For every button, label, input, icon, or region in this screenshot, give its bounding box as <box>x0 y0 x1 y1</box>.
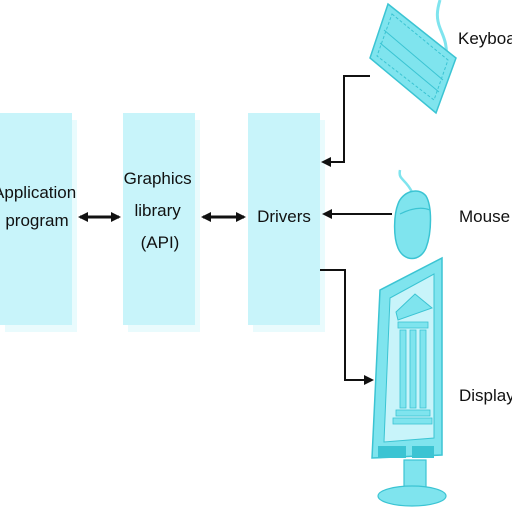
arrow-drivers-display <box>320 269 374 385</box>
graphics-line-2: library <box>134 201 181 220</box>
display-icon <box>371 256 447 507</box>
graphics-line-3: (API) <box>141 233 180 252</box>
keyboard-icon <box>369 0 457 115</box>
arrow-keyboard-drivers <box>321 75 370 167</box>
mouse-icon <box>393 169 432 260</box>
drivers-box: Drivers <box>248 113 325 332</box>
svg-text:Application program: Application program <box>0 183 81 230</box>
graphics-library-box: Graphics library (API) <box>123 113 200 332</box>
application-line-1: Application <box>0 183 76 202</box>
graphics-line-1: Graphics <box>124 169 192 188</box>
svg-text:Graphics library (: Graphics library (API) <box>124 169 197 252</box>
drivers-label: Drivers <box>257 207 311 226</box>
keyboard-label: Keyboard <box>458 29 512 48</box>
mouse-label: Mouse <box>459 207 510 226</box>
application-line-2: program <box>5 211 68 230</box>
svg-text:Drivers: Drivers <box>257 207 311 226</box>
application-program-box: Application program <box>0 113 81 332</box>
display-label: Display <box>459 386 512 405</box>
